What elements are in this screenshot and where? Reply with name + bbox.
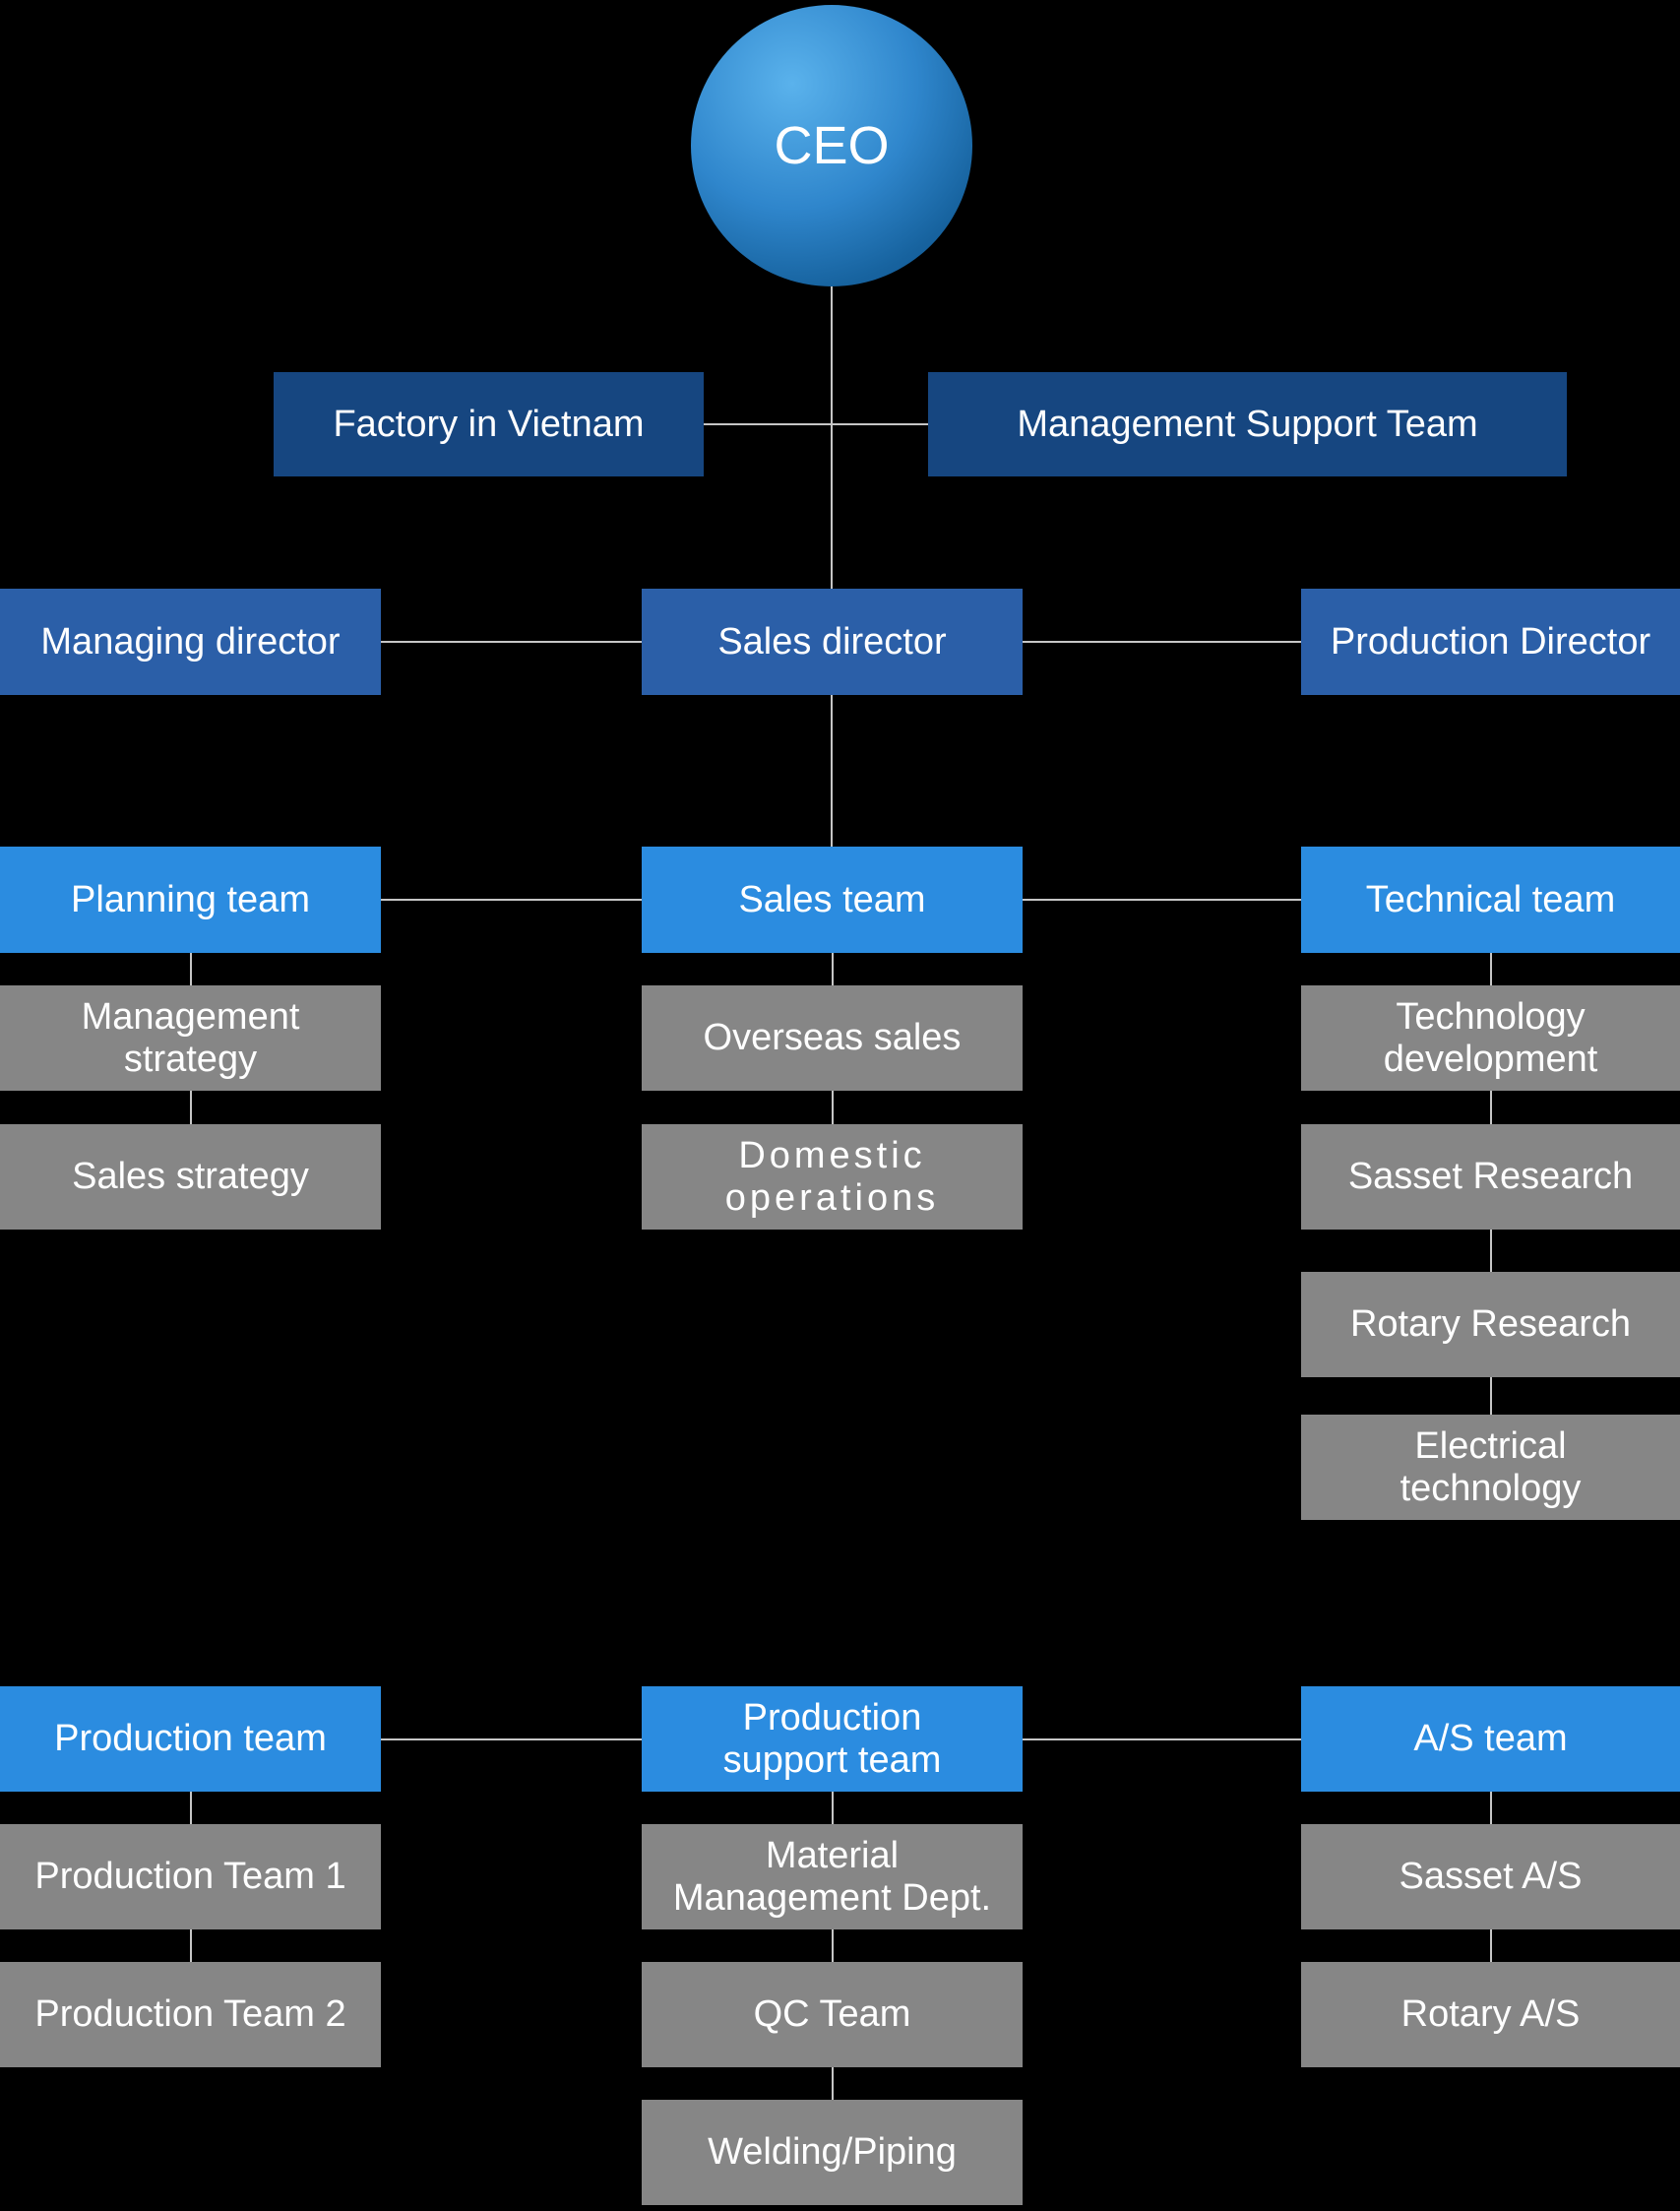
node-qc-team: QC Team	[642, 1962, 1023, 2067]
connector-line	[381, 641, 642, 643]
connector-line	[832, 953, 834, 985]
node-domestic-operations: Domestic operations	[642, 1124, 1023, 1230]
connector-line	[190, 1929, 192, 1962]
node-management-strategy: Management strategy	[0, 985, 381, 1091]
node-overseas-sales: Overseas sales	[642, 985, 1023, 1091]
node-sales-strategy: Sales strategy	[0, 1124, 381, 1230]
connector-line	[1023, 899, 1301, 901]
node-material-management-dept: Material Management Dept.	[642, 1824, 1023, 1929]
node-production-team-2: Production Team 2	[0, 1962, 381, 2067]
connector-line	[832, 1091, 834, 1124]
node-welding-piping: Welding/Piping	[642, 2100, 1023, 2205]
connector-line	[1490, 1091, 1492, 1124]
connector-line	[190, 1792, 192, 1824]
node-planning-team: Planning team	[0, 847, 381, 953]
node-production-support-team: Production support team	[642, 1686, 1023, 1792]
node-sales-director: Sales director	[642, 589, 1023, 695]
connector-line	[1023, 1738, 1301, 1740]
node-factory-in-vietnam: Factory in Vietnam	[274, 372, 704, 476]
node-technology-development: Technology development	[1301, 985, 1680, 1091]
node-sales-team: Sales team	[642, 847, 1023, 953]
connector-line	[381, 1738, 642, 1740]
node-managing-director: Managing director	[0, 589, 381, 695]
connector-line	[832, 2067, 834, 2100]
node-rotary-research: Rotary Research	[1301, 1272, 1680, 1377]
node-a-s-team: A/S team	[1301, 1686, 1680, 1792]
node-rotary-a-s: Rotary A/S	[1301, 1962, 1680, 2067]
node-ceo: CEO	[691, 5, 972, 286]
connector-line	[704, 423, 928, 425]
node-production-team: Production team	[0, 1686, 381, 1792]
node-production-director: Production Director	[1301, 589, 1680, 695]
node-management-support-team: Management Support Team	[928, 372, 1567, 476]
connector-line	[1490, 1230, 1492, 1272]
connector-line	[1490, 953, 1492, 985]
connector-line	[831, 695, 833, 847]
node-technical-team: Technical team	[1301, 847, 1680, 953]
connector-line	[832, 1929, 834, 1962]
connector-line	[1490, 1929, 1492, 1962]
node-sasset-a-s: Sasset A/S	[1301, 1824, 1680, 1929]
connector-line	[381, 899, 642, 901]
connector-line	[190, 953, 192, 985]
connector-line	[832, 1792, 834, 1824]
connector-line	[190, 1091, 192, 1124]
connector-line	[1023, 641, 1301, 643]
node-electrical-technology: Electrical technology	[1301, 1415, 1680, 1520]
connector-line	[1490, 1377, 1492, 1415]
connector-line	[831, 286, 833, 589]
node-sasset-research: Sasset Research	[1301, 1124, 1680, 1230]
node-production-team-1: Production Team 1	[0, 1824, 381, 1929]
connector-line	[1490, 1792, 1492, 1824]
